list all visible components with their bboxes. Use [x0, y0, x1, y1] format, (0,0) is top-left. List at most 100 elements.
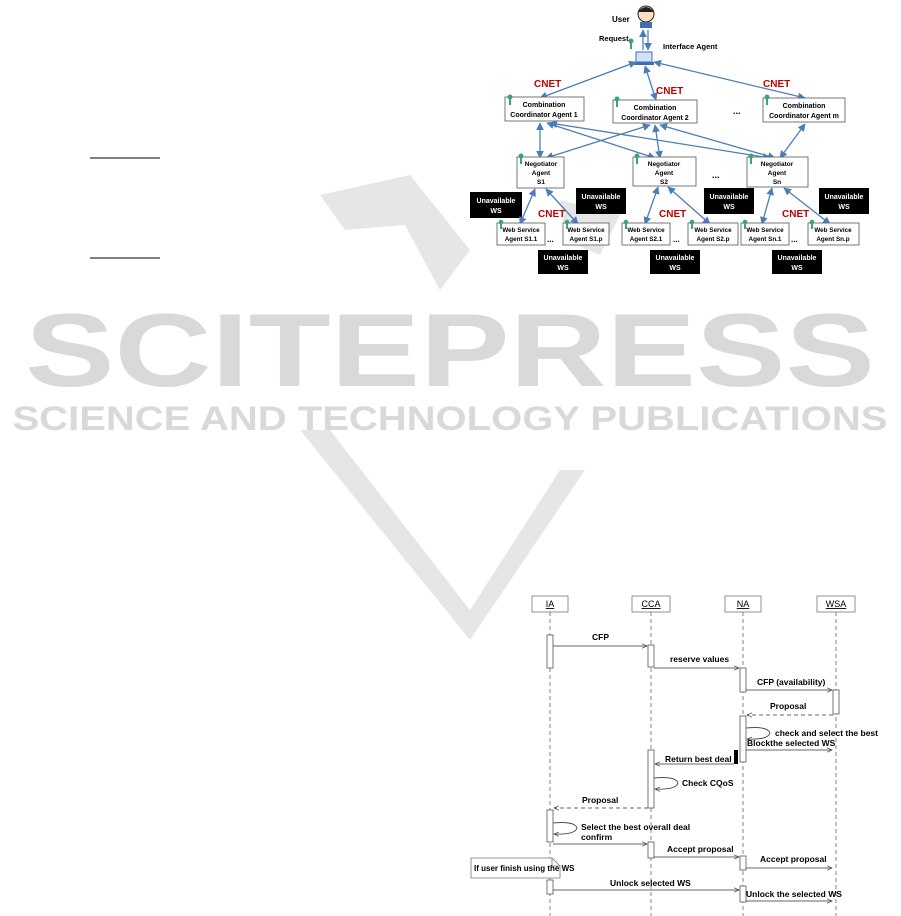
svg-text:Web Service: Web Service [694, 227, 732, 234]
agent-icon [764, 94, 770, 100]
web-service-agent-s2-1: Web Service Agent S2.1 [621, 219, 671, 246]
unavailable-ws-badge: Unavailable WS [576, 188, 626, 214]
msg-label: Unlock the selected WS [746, 889, 842, 899]
self-message-arrow [653, 777, 679, 790]
self-message-arrow [552, 822, 578, 835]
architecture-diagram: User Request Interface Agent CNET CNET C… [470, 5, 869, 274]
svg-text:Unavailable: Unavailable [477, 198, 516, 205]
svg-text:Web Service: Web Service [567, 227, 605, 234]
svg-text:Unavailable: Unavailable [710, 194, 749, 201]
watermark-shape [300, 430, 585, 640]
link-arrow [545, 123, 651, 160]
cnet-label: CNET [782, 209, 809, 220]
activation-bar [647, 644, 655, 668]
svg-text:Web Service: Web Service [746, 227, 784, 234]
svg-text:Agent S2.p: Agent S2.p [697, 236, 730, 243]
svg-text:WS: WS [669, 265, 681, 272]
msg-label: Return best deal [665, 754, 732, 764]
msg-label: confirm [581, 832, 613, 842]
unavailable-ws-badge: Unavailable WS [470, 192, 522, 218]
svg-text:WSA: WSA [826, 599, 847, 609]
link-arrow [667, 186, 711, 225]
watermark-title: SCITEPRESS [25, 293, 875, 409]
svg-text:WS: WS [557, 265, 569, 272]
svg-text:Combination: Combination [634, 105, 677, 112]
agent-icon [809, 219, 815, 225]
agent-icon [507, 94, 513, 100]
link-arrow [549, 120, 771, 161]
note-box: If user finish using the WS [470, 857, 575, 879]
negotiator-agent-sn: Negotiator Agent Sn [746, 153, 809, 188]
link-arrow [783, 187, 831, 225]
msg-label: Proposal [582, 795, 618, 805]
negotiator-agent-s2: Negotiator Agent S2 [632, 153, 697, 187]
request-label: Request [599, 34, 629, 43]
svg-text:WS: WS [791, 265, 803, 272]
cnet-label: CNET [763, 79, 790, 90]
agent-icon [742, 219, 748, 225]
ia-cca2-arrow [643, 65, 658, 101]
svg-text:Unavailable: Unavailable [582, 194, 621, 201]
svg-text:Unavailable: Unavailable [656, 255, 695, 262]
activation-bar [546, 879, 554, 895]
svg-text:Agent: Agent [768, 170, 787, 177]
svg-text:Agent Sn.1: Agent Sn.1 [749, 236, 782, 243]
ia-ccam-arrow [653, 59, 806, 101]
self-message-arrow [745, 727, 771, 740]
agent-icon [614, 96, 620, 102]
coordinator-agent-1: Combination Coordinator Agent 1 [504, 94, 585, 122]
svg-text:Agent: Agent [532, 170, 551, 177]
svg-text:Web Service: Web Service [627, 227, 665, 234]
svg-text:Coordinator Agent 1: Coordinator Agent 1 [510, 112, 578, 119]
svg-text:IA: IA [546, 599, 555, 609]
svg-text:WS: WS [838, 204, 850, 211]
agent-icon [634, 153, 640, 159]
activation-bar [739, 855, 747, 871]
activation-bar [739, 667, 747, 693]
svg-text:Combination: Combination [783, 103, 826, 110]
cnet-label: CNET [534, 79, 561, 90]
web-service-agent-sn-1: Web Service Agent Sn.1 [740, 219, 790, 246]
svg-text:Coordinator Agent m: Coordinator Agent m [769, 113, 839, 120]
svg-text:NA: NA [737, 599, 750, 609]
svg-text:S2: S2 [660, 179, 668, 186]
unavailable-ws-badge: Unavailable WS [772, 250, 822, 274]
link-arrow [643, 186, 660, 225]
interface-agent-icon [634, 51, 654, 65]
agent-icon [564, 219, 570, 225]
svg-text:If user finish using the WS: If user finish using the WS [474, 864, 575, 873]
watermark: SCITEPRESS SCIENCE AND TECHNOLOGY PUBLIC… [13, 175, 888, 640]
activation-bar [647, 841, 655, 859]
msg-label: check and select the best [775, 728, 878, 738]
lifeline-wsa: WSA [816, 595, 856, 916]
interface-agent-label: Interface Agent [663, 42, 718, 51]
svg-text:Agent S2.1: Agent S2.1 [630, 236, 663, 243]
agent-icon [689, 219, 695, 225]
msg-label: CFP [592, 632, 609, 642]
svg-text:Agent S1.p: Agent S1.p [570, 236, 603, 243]
svg-text:Unavailable: Unavailable [825, 194, 864, 201]
agent-icon [628, 38, 634, 49]
ia-cca1-arrow [539, 60, 637, 100]
activation-bar [647, 749, 655, 809]
msg-label: Blockthe selected WS [747, 738, 836, 748]
svg-text:Coordinator Agent 2: Coordinator Agent 2 [621, 115, 689, 122]
ellipsis: ... [791, 235, 798, 244]
link-arrow [652, 124, 663, 159]
ellipsis: ... [673, 235, 680, 244]
svg-text:CCA: CCA [641, 599, 660, 609]
svg-text:Agent S1.1: Agent S1.1 [505, 236, 538, 243]
agent-icon [498, 219, 504, 225]
ellipsis: ... [547, 235, 554, 244]
link-arrow [519, 188, 536, 225]
msg-label: Select the best overall deal [581, 822, 690, 832]
activation-bar [739, 715, 747, 763]
msg-label: Check CQoS [682, 778, 734, 788]
msg-label: Unlock selected WS [610, 878, 691, 888]
svg-text:Unavailable: Unavailable [778, 255, 817, 262]
svg-text:Negotiator: Negotiator [648, 161, 681, 168]
user-icon [637, 5, 655, 28]
cnet-label: CNET [538, 209, 565, 220]
agent-icon [623, 219, 629, 225]
